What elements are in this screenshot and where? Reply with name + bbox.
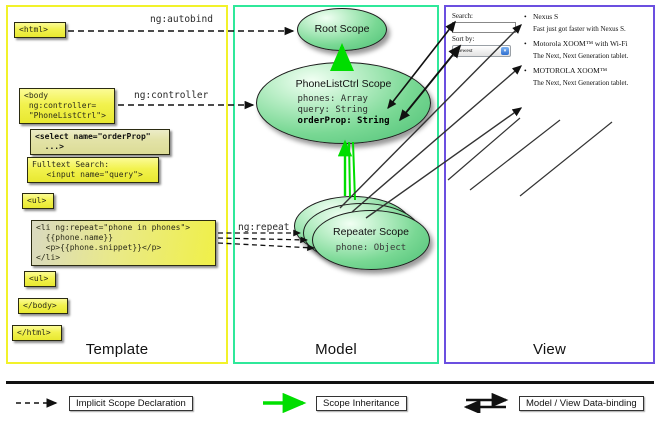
phonelistctrl-scope-title: PhoneListCtrl Scope	[295, 78, 392, 91]
code-box-fulltext-search: Fulltext Search: <input name="query">	[27, 157, 159, 183]
code-box-ul-close: <ul>	[24, 271, 56, 287]
phone-snippet: The Next, Next Generation tablet.	[533, 79, 629, 87]
legend-item-scope-inheritance: Scope Inheritance	[261, 392, 407, 414]
green-arrow-icon	[263, 393, 307, 413]
phonelistctrl-scope-props: phones: Array query: String orderProp: S…	[297, 94, 389, 126]
list-item: •Nexus S Fast just got faster with Nexus…	[524, 12, 650, 33]
phone-snippet: The Next, Next Generation tablet.	[533, 52, 629, 60]
sort-by-label: Sort by:	[452, 35, 475, 43]
code-box-body-open: <body ng:controller= "PhoneListCtrl">	[19, 88, 115, 124]
scope-ellipse-root: Root Scope	[297, 8, 387, 51]
list-item: •MOTOROLA XOOM™ The Next, Next Generatio…	[524, 66, 650, 87]
legend-label-scope-inheritance: Scope Inheritance	[316, 395, 407, 411]
edge-label-ng-repeat: ng:repeat	[238, 222, 290, 233]
legend: Implicit Scope Declaration Scope Inherit…	[6, 392, 654, 414]
repeater-scope-title: Repeater Scope	[333, 225, 409, 238]
model-column-label: Model	[315, 341, 357, 358]
legend-divider	[6, 381, 654, 384]
legend-label-implicit-scope-declaration: Implicit Scope Declaration	[69, 395, 193, 411]
bullet-icon: •	[524, 12, 527, 21]
edge-label-ng-autobind: ng:autobind	[150, 14, 213, 25]
view-rendered-output: Search: Sort by: Newest ▾ •Nexus S Fast …	[452, 12, 650, 130]
prop-query: query: String	[297, 104, 368, 115]
dashed-arrow-icon	[16, 398, 58, 408]
scope-ellipse-phonelistctrl: PhoneListCtrl Scope phones: Array query:…	[256, 62, 431, 144]
edge-label-ng-controller: ng:controller	[134, 90, 209, 101]
phone-snippet: Fast just got faster with Nexus S.	[533, 25, 626, 33]
phone-name: •MOTOROLA XOOM™	[524, 66, 608, 75]
code-box-li-repeat: <li ng:repeat="phone in phones"> {{phone…	[31, 220, 216, 266]
code-box-select-tag: <select name="orderProp" ...>	[30, 129, 170, 155]
view-column-label: View	[532, 341, 567, 358]
legend-item-implicit-scope-declaration: Implicit Scope Declaration	[14, 392, 193, 414]
search-label: Search:	[452, 12, 473, 20]
scope-ellipse-repeater: Repeater Scope phone: Object	[312, 210, 430, 270]
phone-list: •Nexus S Fast just got faster with Nexus…	[524, 12, 650, 93]
search-input[interactable]	[452, 22, 516, 33]
sort-by-selected-value: Newest	[456, 48, 473, 54]
bullet-icon: •	[524, 39, 527, 48]
sort-by-select[interactable]: Newest ▾	[452, 45, 511, 57]
code-box-ul-open: <ul>	[22, 193, 54, 209]
prop-phone: phone: Object	[335, 243, 407, 254]
phone-name: •Nexus S	[524, 12, 559, 21]
bullet-icon: •	[524, 66, 527, 75]
model-column: Model	[233, 5, 439, 364]
template-column-label: Template	[85, 341, 149, 358]
code-box-html-open: <html>	[14, 22, 66, 38]
legend-label-model-view-databinding: Model / View Data-binding	[519, 395, 644, 411]
legend-item-model-view-databinding: Model / View Data-binding	[464, 392, 644, 414]
list-item: •Motorola XOOM™ with Wi-Fi The Next, Nex…	[524, 39, 650, 60]
root-scope-title: Root Scope	[314, 22, 370, 35]
prop-phones: phones: Array	[297, 94, 368, 105]
code-box-body-close: </body>	[18, 298, 68, 314]
double-arrow-icon	[464, 393, 509, 413]
code-box-html-close: </html>	[12, 325, 62, 341]
phone-name: •Motorola XOOM™ with Wi-Fi	[524, 39, 628, 48]
chevron-down-icon: ▾	[501, 47, 509, 55]
prop-orderprop: orderProp: String	[297, 115, 390, 126]
